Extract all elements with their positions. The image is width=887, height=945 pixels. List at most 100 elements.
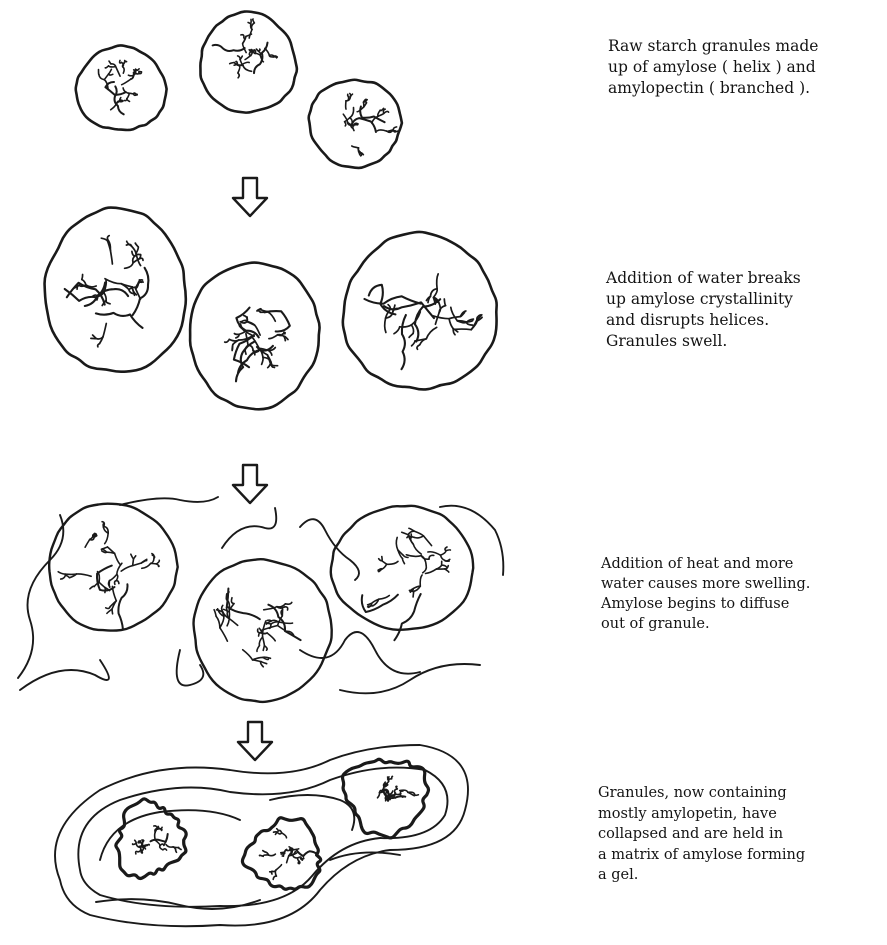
amylopectin-branch — [385, 318, 386, 332]
amylopectin-branch — [109, 66, 116, 67]
amylopectin-branch — [123, 67, 125, 73]
amylopectin-branch — [379, 596, 390, 600]
amylopectin-branch — [85, 540, 90, 548]
amylopectin-branch — [231, 598, 234, 604]
amylopectin-branch — [135, 840, 137, 843]
caption-line: Addition of water breaks — [606, 268, 801, 289]
amylose-chain — [297, 851, 318, 857]
amylopectin-branch — [271, 622, 278, 624]
amylopectin-branch — [243, 38, 245, 44]
amylopectin-branch — [127, 93, 129, 99]
granule-outline — [331, 506, 473, 630]
amylopectin-branch — [259, 637, 262, 646]
caption-line: up of amylose ( helix ) and — [608, 57, 818, 78]
amylopectin-branch — [423, 536, 431, 546]
diffused-amylose-chain — [222, 508, 276, 548]
amylopectin-branch — [275, 870, 276, 876]
diffused-amylose-chain — [20, 660, 109, 690]
amylopectin-branch — [396, 786, 397, 789]
amylopectin-branch — [176, 850, 177, 852]
caption-line: Granules, now containing — [598, 783, 805, 804]
amylopectin-branch — [243, 650, 253, 660]
caption-line: amylopectin ( branched ). — [608, 78, 818, 99]
amylopectin-branch — [239, 331, 245, 334]
amylopectin-branch — [238, 66, 240, 73]
swollen-granules-group — [45, 208, 497, 410]
amylopectin-branch — [276, 865, 282, 870]
amylopectin-branch — [420, 575, 422, 586]
amylose-chain — [394, 594, 420, 640]
amylopectin-branch — [433, 316, 449, 319]
step-2-caption: Addition of water breaks up amylose crys… — [606, 268, 801, 352]
amylopectin-branch — [402, 532, 409, 535]
amylopectin-branch — [444, 299, 445, 306]
amylopectin-branch — [449, 319, 453, 329]
diffused-amylose-chain — [120, 497, 218, 505]
amylopectin-branch — [253, 19, 255, 23]
down-arrow-icon — [233, 178, 267, 216]
amylopectin-branch — [348, 94, 349, 96]
amylopectin-branch — [104, 74, 108, 80]
amylopectin-branch — [426, 327, 436, 338]
amylose-chain — [151, 834, 168, 842]
amylopectin-branch — [411, 325, 413, 334]
amylopectin-branch — [384, 111, 389, 113]
amylopectin-branch — [417, 345, 420, 350]
amylopectin-branch — [104, 293, 106, 301]
amylopectin-branch — [246, 34, 252, 36]
amylopectin-branch — [414, 536, 423, 538]
amylopectin-branch — [120, 98, 121, 101]
amylopectin-branch — [163, 849, 167, 850]
caption-line: up amylose crystallinity — [606, 289, 801, 310]
amylopectin-branch — [261, 633, 268, 634]
amylopectin-branch — [122, 79, 131, 85]
amylopectin-branch — [109, 69, 112, 74]
amylopectin-branch — [414, 531, 423, 536]
amylopectin-branch — [232, 345, 233, 351]
amylopectin-branch — [117, 563, 122, 574]
amylopectin-branch — [282, 332, 284, 334]
amylopectin-branch — [406, 555, 421, 557]
amylopectin-branch — [378, 113, 384, 116]
amylopectin-branch — [136, 851, 138, 854]
amylose-chain — [227, 589, 260, 620]
amylopectin-branch — [445, 559, 450, 561]
amylopectin-branch — [412, 341, 415, 346]
amylopectin-branch — [392, 791, 393, 793]
amylopectin-branch — [77, 574, 92, 576]
amylopectin-branch — [245, 351, 246, 355]
amylopectin-branch — [451, 307, 458, 320]
caption-line: and disrupts helices. — [606, 310, 801, 331]
amylopectin-branch — [90, 586, 94, 589]
amylopectin-branch — [164, 843, 165, 846]
amylopectin-branch — [99, 582, 105, 587]
amylopectin-branch — [98, 344, 100, 347]
amylopectin-branch — [251, 50, 252, 52]
amylopectin-branch — [101, 547, 107, 549]
amylopectin-branch — [178, 848, 181, 850]
amylose-chain — [118, 584, 127, 629]
amylopectin-branch — [392, 776, 393, 778]
caption-line: a gel. — [598, 865, 805, 886]
amylopectin-branch — [134, 556, 136, 559]
amylopectin-branch — [293, 855, 298, 858]
amylopectin-branch — [242, 320, 248, 322]
caption-line: collapsed and are held in — [598, 824, 805, 845]
amylopectin-branch — [116, 67, 120, 77]
amylopectin-branch — [257, 646, 259, 652]
amylopectin-branch — [105, 533, 109, 544]
amylopectin-branch — [257, 309, 261, 311]
amylopectin-branch — [267, 312, 275, 322]
amylopectin-branch — [58, 572, 65, 575]
amylopectin-branch — [269, 335, 278, 339]
amylopectin-branch — [291, 849, 292, 852]
amylopectin-branch — [107, 609, 112, 613]
amylopectin-branch — [282, 833, 287, 838]
diffused-amylose-chain — [440, 506, 503, 575]
amylopectin-branch — [442, 565, 447, 567]
amylopectin-branch — [261, 662, 267, 664]
amylopectin-branch — [225, 339, 230, 342]
step-3-caption: Addition of heat and more water causes m… — [601, 554, 810, 634]
caption-line: water causes more swelling. — [601, 574, 810, 594]
down-arrow-icon — [233, 465, 267, 503]
